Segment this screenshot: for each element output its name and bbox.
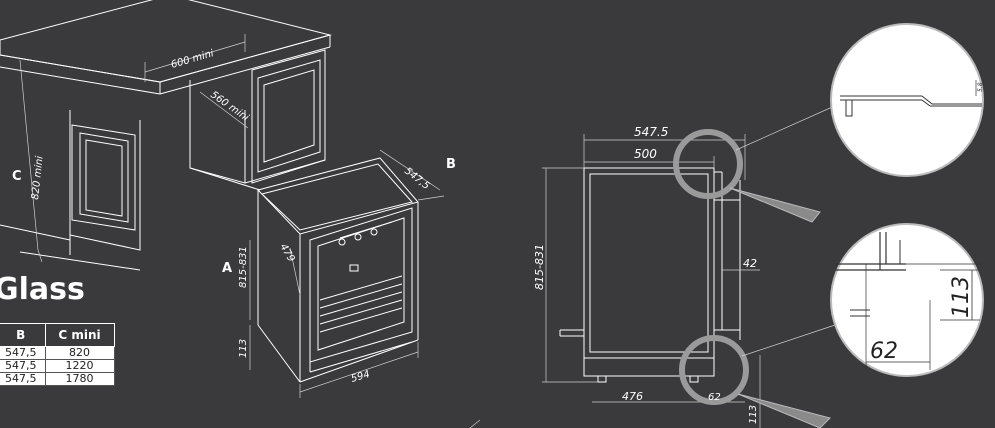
dim-detail-top: 5.8 xyxy=(977,82,984,92)
dim-iso-width: 594 xyxy=(350,369,371,385)
label-b: B xyxy=(446,157,456,172)
dim-iso-inner-depth: 479 xyxy=(277,242,296,264)
table-row: 547,5 820 xyxy=(0,346,115,360)
dim-side-base: 476 xyxy=(622,390,643,403)
dim-iso-height: 815-831 xyxy=(238,246,249,288)
label-a: A xyxy=(222,261,232,276)
dim-detail-width: 62 xyxy=(870,339,898,364)
table-row: 547,5 1220 xyxy=(0,359,115,373)
dim-side-plinth: 113 xyxy=(748,405,759,424)
dim-side-base-right: 62 xyxy=(708,392,721,403)
dim-detail-height: 113 xyxy=(949,276,974,318)
table-cell: 1780 xyxy=(44,372,115,386)
label-c: C xyxy=(12,169,22,184)
dim-side-inner: 500 xyxy=(634,147,657,161)
table-header-b: B xyxy=(0,323,46,347)
dim-side-height: 815-831 xyxy=(533,244,546,290)
table-row: 547,5 1780 xyxy=(0,372,115,386)
dim-cabinet-height: 820 mini xyxy=(30,155,46,200)
spec-table: B C mini 547,5 820 547,5 1220 547,5 1780 xyxy=(0,323,115,386)
table-cell: 820 xyxy=(44,346,115,360)
table-cell: 547,5 xyxy=(0,346,46,360)
dim-cabinet-width: 600 mini xyxy=(170,48,215,71)
dim-side-depth: 547.5 xyxy=(634,125,668,139)
magnifier-top xyxy=(673,99,849,223)
side-view-drawing xyxy=(542,134,761,428)
table-cell: 1220 xyxy=(44,359,115,373)
table-cell: 547,5 xyxy=(0,372,46,386)
dim-cabinet-depth: 560 mini xyxy=(208,89,250,123)
magnifier-bottom xyxy=(679,319,851,428)
table-cell: 547,5 xyxy=(0,359,46,373)
page-heading: Glass xyxy=(0,272,85,307)
table-header-c-mini: C mini xyxy=(44,323,115,347)
fridge-iso-drawing xyxy=(249,149,445,398)
detail-circle-top: 5.8 xyxy=(830,23,984,177)
detail-circle-bottom: 113 62 xyxy=(830,223,984,377)
dim-iso-plinth: 113 xyxy=(238,339,249,358)
dim-side-door: 42 xyxy=(743,257,757,270)
kitchen-cabinet-drawing xyxy=(0,0,332,271)
